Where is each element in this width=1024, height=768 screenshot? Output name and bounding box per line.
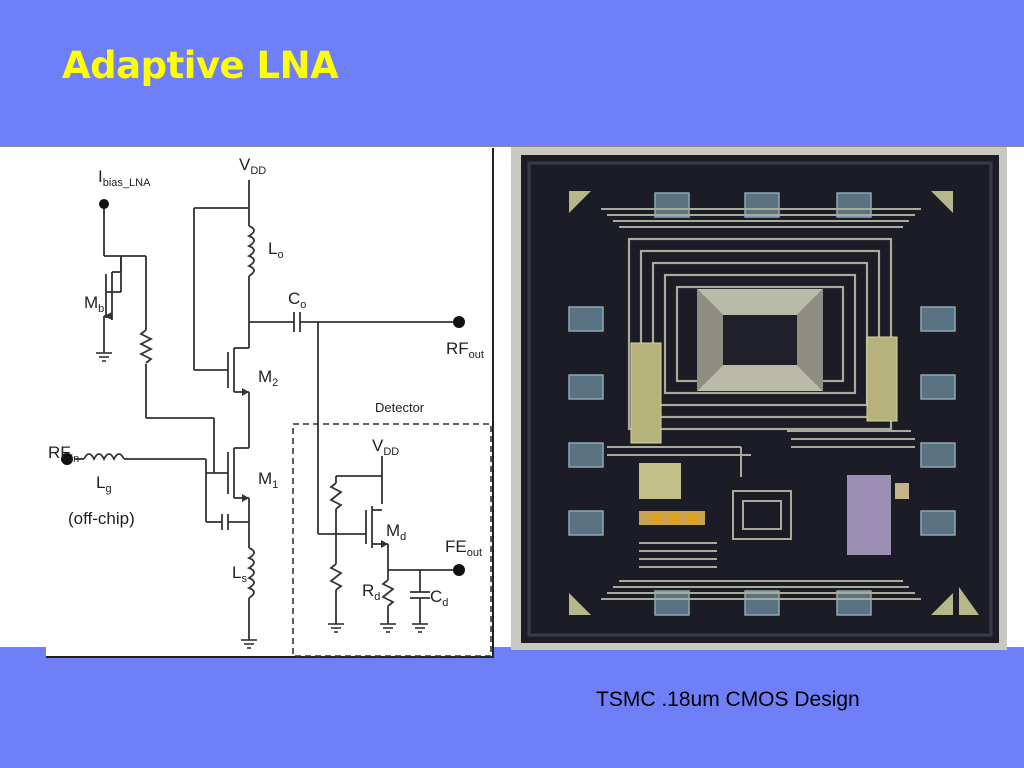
slide-title: Adaptive LNA bbox=[62, 44, 339, 87]
label-vdd-detector: VDD bbox=[372, 436, 399, 458]
detector-box bbox=[292, 423, 492, 657]
label-feout: FEout bbox=[445, 537, 482, 559]
label-mb: Mb bbox=[84, 293, 104, 315]
ground-symbols bbox=[96, 352, 428, 649]
die-drawing bbox=[511, 147, 1007, 650]
label-lo: Lo bbox=[268, 239, 284, 261]
label-md: Md bbox=[386, 521, 406, 543]
label-m2: M2 bbox=[258, 367, 278, 389]
label-ls: Ls bbox=[232, 563, 247, 585]
label-lg: Lg bbox=[96, 473, 112, 495]
metal-traces bbox=[601, 208, 921, 600]
label-co: Co bbox=[288, 289, 306, 311]
label-off-chip: (off-chip) bbox=[68, 509, 135, 528]
label-rd: Rd bbox=[362, 581, 380, 603]
circuit-schematic: VDD Ibias_LNA Lo Co Mb RFout M2 Detector… bbox=[46, 148, 494, 658]
mosfet-arrows bbox=[104, 312, 388, 548]
label-vdd-top: VDD bbox=[239, 155, 266, 177]
label-m1: M1 bbox=[258, 469, 278, 491]
label-rfout: RFout bbox=[446, 339, 484, 361]
terminals bbox=[61, 199, 465, 576]
label-ibias: Ibias_LNA bbox=[98, 167, 151, 189]
label-detector: Detector bbox=[375, 400, 425, 415]
chip-die-photo bbox=[511, 147, 1007, 650]
figure-caption: TSMC .18um CMOS Design bbox=[596, 688, 860, 711]
lower-traces bbox=[607, 430, 915, 477]
schematic-drawing: VDD Ibias_LNA Lo Co Mb RFout M2 Detector… bbox=[48, 155, 492, 657]
label-cd: Cd bbox=[430, 587, 448, 609]
label-rfin: RFin bbox=[48, 443, 79, 465]
bond-pads bbox=[568, 192, 956, 616]
